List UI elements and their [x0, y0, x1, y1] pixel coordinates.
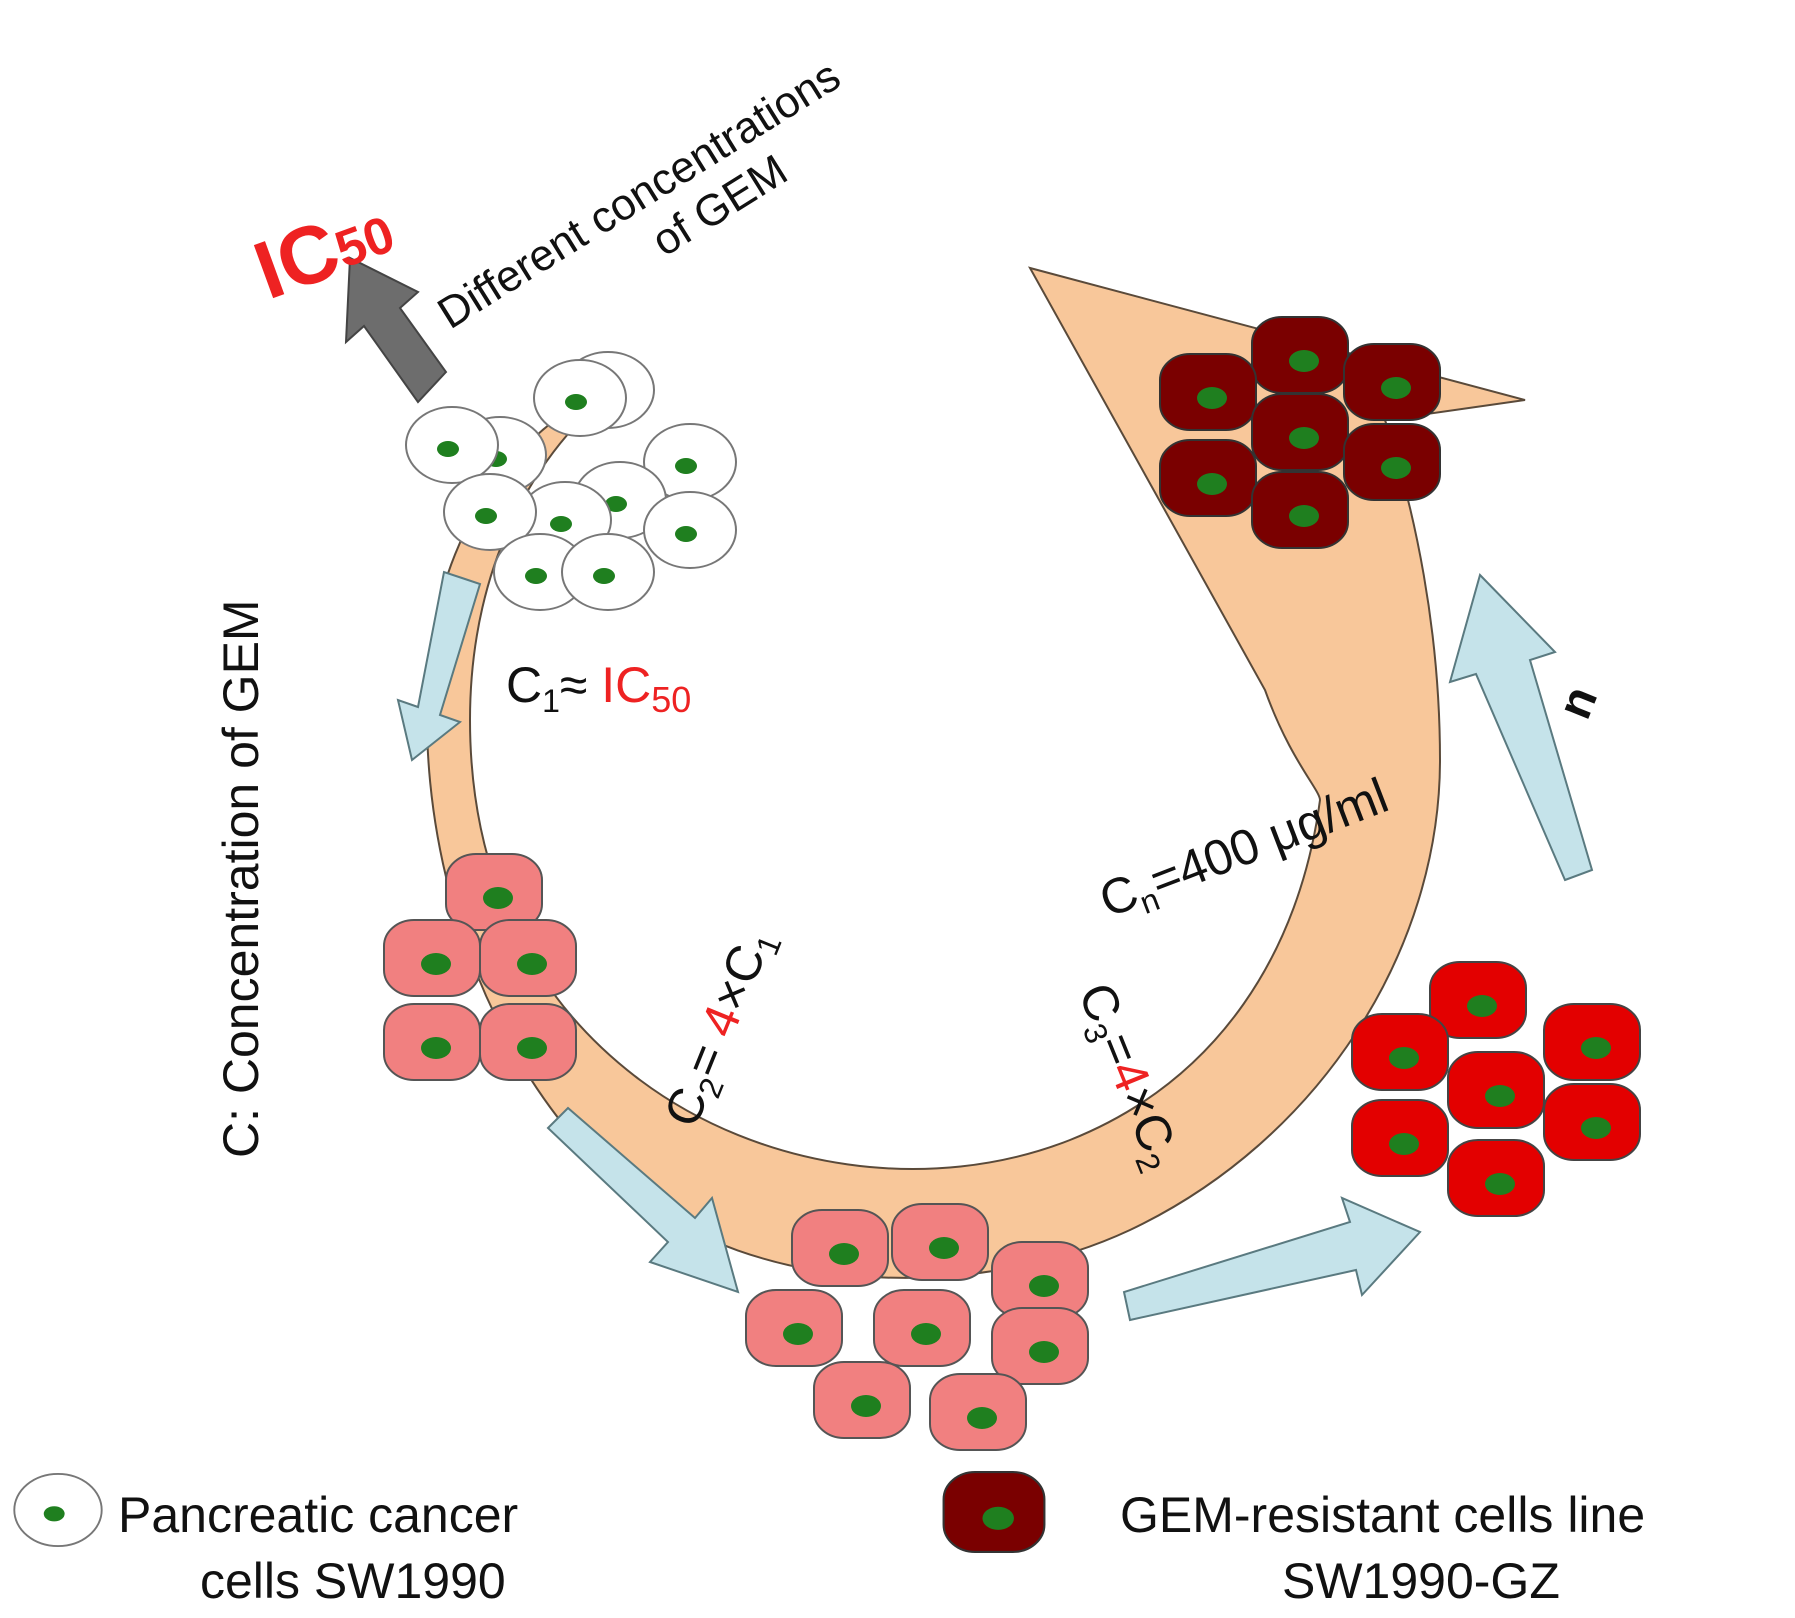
flow-arrow-n: [1448, 573, 1594, 882]
flow-arrow-3: [1122, 1196, 1422, 1322]
c2-label: C2= 4×C1: [653, 920, 788, 1136]
legend-left-line1: Pancreatic cancer: [118, 1487, 518, 1543]
c1-sub: 1: [542, 683, 560, 719]
gray-arrow-caption: Different concentrations of GEM: [429, 51, 848, 338]
legend-dark-cell-icon: [942, 1471, 1046, 1553]
n-label: n: [1548, 679, 1608, 726]
c1-ic-sub: 50: [651, 679, 691, 720]
pink-cell-cluster-1: [383, 853, 577, 1081]
legend-right-line1: GEM-resistant cells line: [1120, 1487, 1645, 1543]
legend-left-line2: cells SW1990: [200, 1553, 506, 1609]
legend-left: Pancreatic cancer cells SW1990: [13, 1472, 518, 1609]
legend-right: GEM-resistant cells line SW1990-GZ: [942, 1471, 1645, 1609]
ic50-top-main: IC: [243, 203, 351, 317]
caption-line-1: Different concentrations: [429, 51, 848, 338]
c1-c: C: [506, 657, 542, 713]
flow-arrow-2: [546, 1106, 740, 1294]
legend-right-line2: SW1990-GZ: [1282, 1553, 1560, 1609]
flow-arrow-1: [396, 570, 482, 762]
c3-label: C3=4×C2: [1062, 975, 1192, 1178]
gray-arrow: [344, 256, 448, 404]
red-cell-cluster: [1351, 961, 1641, 1217]
side-axis-label: C: Concentration of GEM: [213, 599, 269, 1158]
c1-ic: IC: [601, 657, 651, 713]
c1-approx: ≈: [560, 657, 601, 713]
c1-label: C1≈ IC50: [506, 657, 691, 720]
legend-white-cell-icon: [13, 1472, 103, 1548]
